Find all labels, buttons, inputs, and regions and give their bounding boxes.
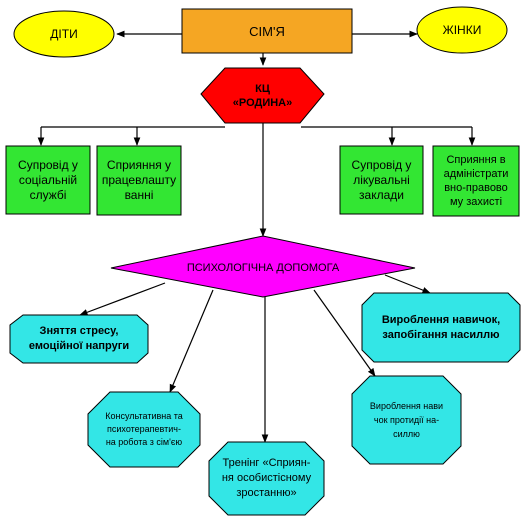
arrow-psych-to-stress bbox=[79, 282, 166, 316]
spr-admin-label: Сприяння в адміністрати вно-правово му з… bbox=[443, 154, 509, 208]
supr-likuv-label: Супровід у лікувальні заклади bbox=[351, 157, 412, 202]
protydii-label-box: Вироблення нави чок протидії на- силлю bbox=[352, 376, 461, 464]
trening-label: Тренінг «Сприян- ня особистісному зроста… bbox=[221, 457, 312, 499]
supr-social-label: Супровід у соціальній службі bbox=[18, 157, 78, 202]
spr-prats-box bbox=[96, 145, 182, 216]
spr-admin-label-box: Сприяння в адміністрати вно-правово му з… bbox=[433, 146, 519, 216]
dity-ellipse bbox=[13, 10, 115, 58]
konsult-label: Консультативна та психотерапевтич- на ро… bbox=[105, 411, 183, 447]
supr-social-label-box: Супровід у соціальній службі bbox=[6, 146, 90, 214]
supr-likuv-label-box: Супровід у лікувальні заклади bbox=[340, 146, 423, 214]
psych-diamond bbox=[110, 235, 416, 298]
arrow-psych-to-navychky bbox=[384, 274, 431, 294]
trening-octagon bbox=[208, 441, 325, 516]
dity-label: ДІТИ bbox=[50, 27, 78, 41]
zhinky-label-box: ЖІНКИ bbox=[417, 7, 507, 53]
dity-label-box: ДІТИ bbox=[14, 11, 114, 57]
arrow-psych-to-protydii bbox=[313, 289, 376, 377]
navychky-label-box: Вироблення навичок, запобігання насиллю bbox=[362, 293, 520, 362]
spr-prats-label-box: Сприяння у працевлашту ванні bbox=[97, 146, 181, 215]
simya-label: СІМ'Я bbox=[249, 23, 285, 39]
konsult-label-box: Консультативна та психотерапевтич- на ро… bbox=[86, 392, 202, 467]
spr-prats-label: Сприяння у працевлашту ванні bbox=[101, 158, 177, 202]
spr-admin-box bbox=[432, 145, 520, 217]
stress-octagon bbox=[9, 314, 149, 364]
stress-label-box: Зняття стресу, емоційної напруги bbox=[10, 315, 148, 363]
supr-social-box bbox=[5, 145, 91, 215]
kc-hexagon bbox=[200, 67, 325, 124]
zhinky-label: ЖІНКИ bbox=[442, 23, 482, 37]
konsult-octagon bbox=[87, 391, 201, 468]
kc-label: КЦ «РОДИНА» bbox=[232, 82, 293, 109]
arrow-psych-to-konsult bbox=[169, 289, 214, 393]
connectors bbox=[37, 30, 476, 443]
kc-label-box: КЦ «РОДИНА» bbox=[201, 68, 324, 123]
protydii-octagon bbox=[351, 375, 462, 465]
trening-label-box: Тренінг «Сприян- ня особистісному зроста… bbox=[209, 442, 324, 515]
psych-label: ПСИХОЛОГІЧНА ДОПОМОГА bbox=[186, 262, 340, 274]
navychky-octagon bbox=[361, 292, 521, 363]
zhinky-ellipse bbox=[416, 6, 508, 54]
navychky-label: Вироблення навичок, запобігання насиллю bbox=[381, 313, 501, 341]
stress-label: Зняття стресу, емоційної напруги bbox=[28, 325, 130, 352]
protydii-label: Вироблення нави чок протидії на- силлю bbox=[369, 401, 444, 439]
simya-box bbox=[181, 8, 353, 54]
supr-likuv-box bbox=[339, 145, 424, 215]
psych-label-box: ПСИХОЛОГІЧНА ДОПОМОГА bbox=[111, 255, 415, 281]
simya-label-box: СІМ'Я bbox=[182, 9, 352, 53]
